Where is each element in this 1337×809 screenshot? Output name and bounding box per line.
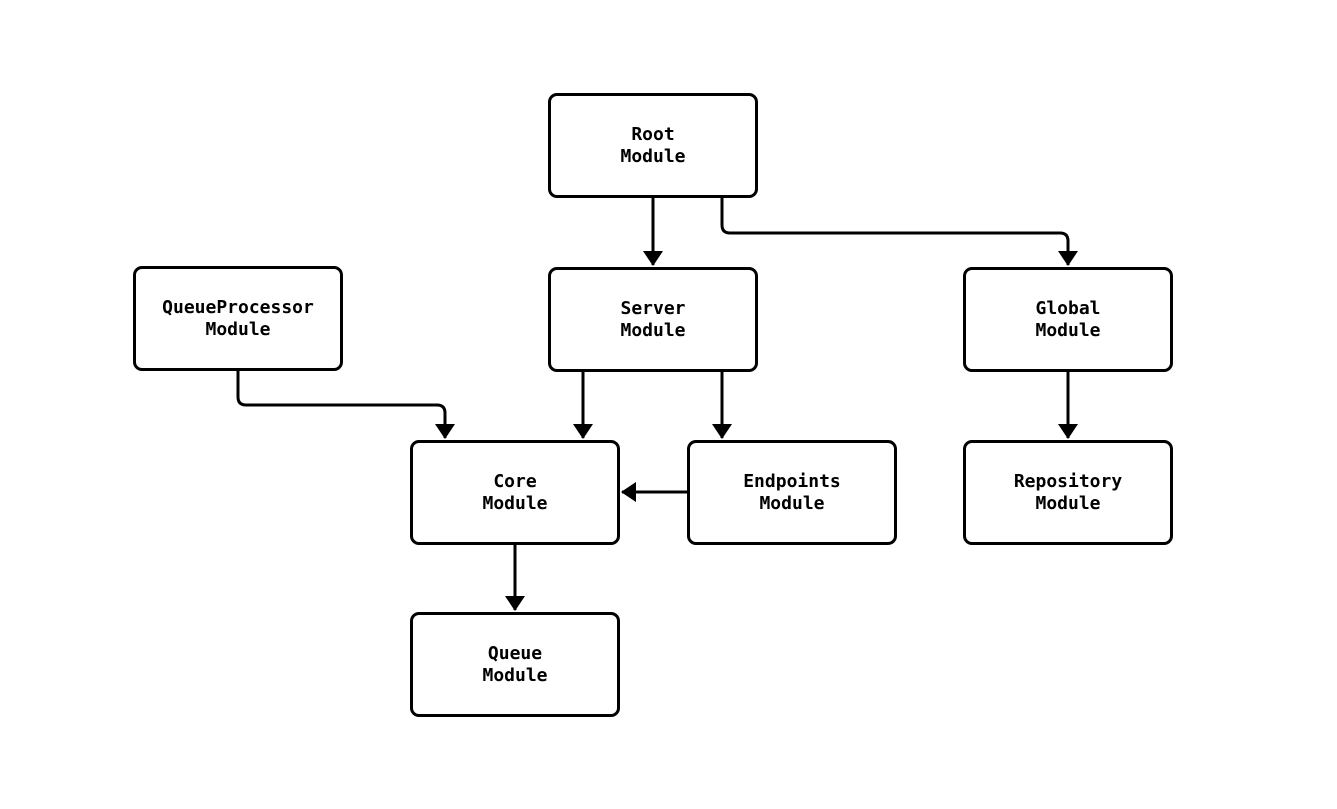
node-queueprocessor-module-label: QueueProcessor Module — [162, 296, 314, 340]
node-queue-module: Queue Module — [410, 612, 620, 717]
node-repository-module-label: Repository Module — [1013, 470, 1123, 514]
node-global-module-label: Global Module — [1035, 297, 1101, 341]
node-queueprocessor-module: QueueProcessor Module — [133, 266, 343, 371]
edge-root-to-global-arrow — [720, 198, 1078, 266]
node-queue-module-label: Queue Module — [482, 642, 548, 686]
node-server-module-label: Server Module — [620, 297, 686, 341]
node-repository-module: Repository Module — [963, 440, 1173, 545]
node-server-module: Server Module — [548, 267, 758, 372]
node-global-module: Global Module — [963, 267, 1173, 372]
node-core-module: Core Module — [410, 440, 620, 545]
node-root-module-label: Root Module — [620, 123, 686, 167]
node-core-module-label: Core Module — [482, 470, 548, 514]
node-endpoints-module: Endpoints Module — [687, 440, 897, 545]
node-endpoints-module-label: Endpoints Module — [743, 470, 841, 514]
edge-queueprocessor-to-core-arrow — [236, 371, 455, 439]
node-root-module: Root Module — [548, 93, 758, 198]
